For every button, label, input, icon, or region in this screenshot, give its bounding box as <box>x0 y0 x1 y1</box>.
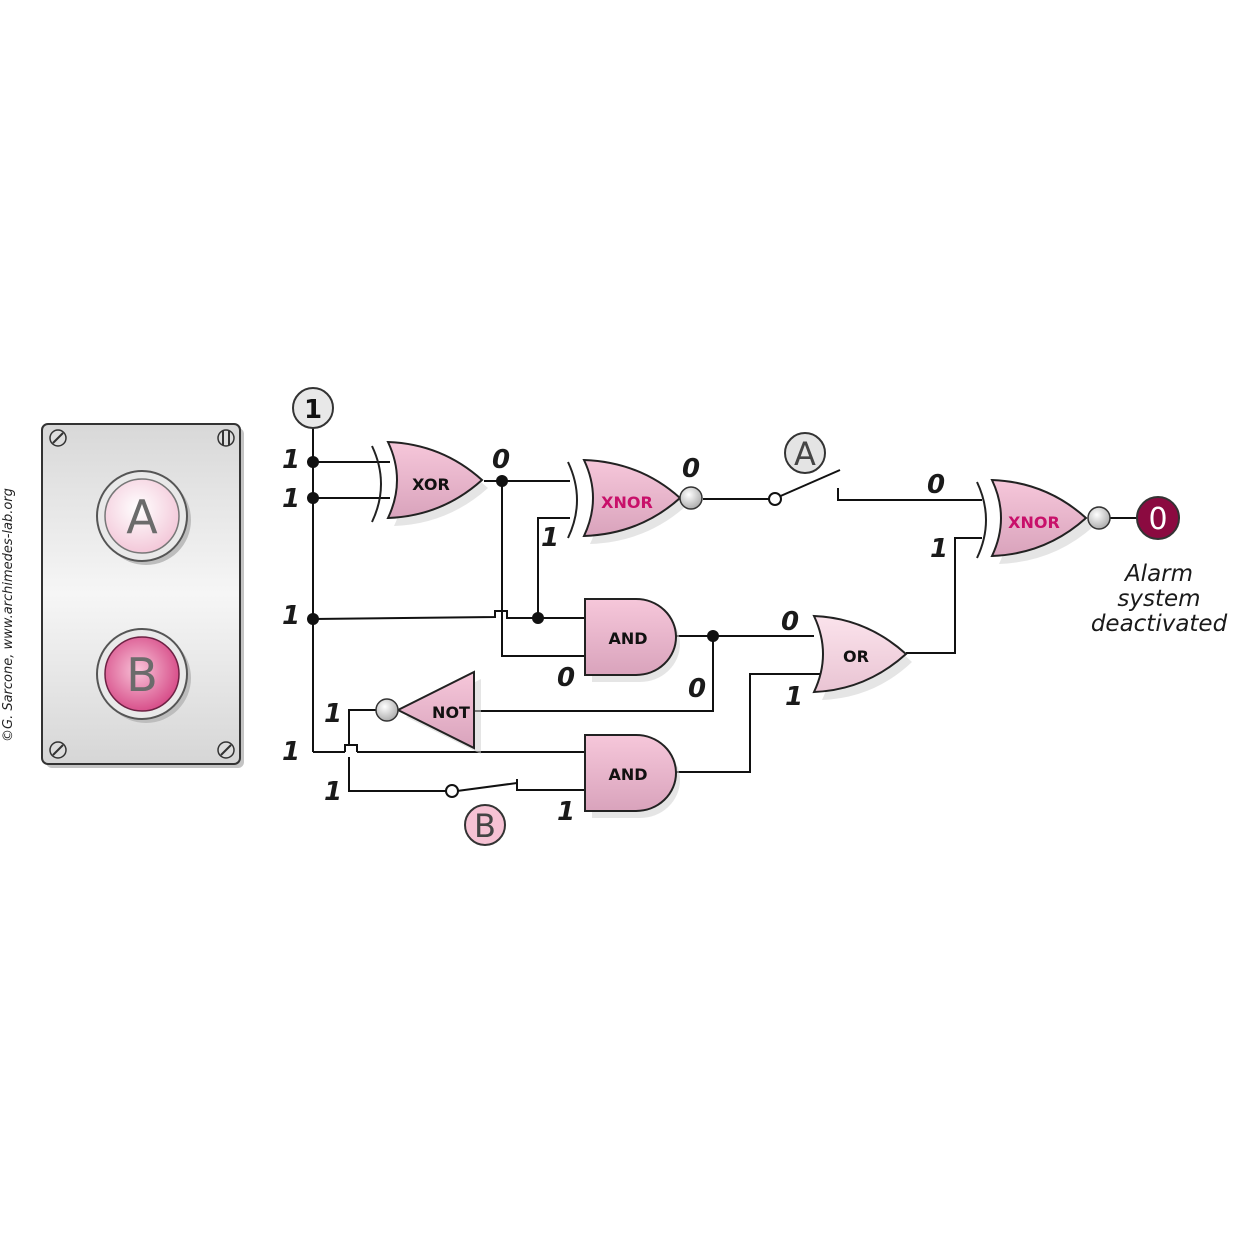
bit-label: 1 <box>930 534 948 564</box>
output-text-line3: deactivated <box>1091 611 1228 637</box>
and-gate-1: AND <box>584 598 680 682</box>
xnor-gate-1-label: XNOR <box>601 493 653 512</box>
junction-dot <box>532 612 544 624</box>
wires <box>312 428 1138 792</box>
bit-label: 0 <box>682 454 700 484</box>
switch-b-label: B <box>474 807 496 845</box>
not-gate: NOT <box>375 670 481 754</box>
switch-b-contact <box>445 784 459 798</box>
and-gate-2-label: AND <box>608 765 647 784</box>
bit-label: 1 <box>324 777 342 807</box>
junction-dot <box>307 456 319 468</box>
button-a-label: A <box>126 490 158 544</box>
output-text-line1: Alarm <box>1123 561 1193 587</box>
switch-b-tag: B <box>464 804 506 846</box>
junction-dot <box>707 630 719 642</box>
bit-label: 1 <box>282 484 300 514</box>
bit-label: 1 <box>557 797 575 827</box>
not-gate-label: NOT <box>432 703 470 722</box>
inverter-bubble-icon <box>1087 506 1111 530</box>
or-gate: OR <box>812 614 912 700</box>
bit-label: 0 <box>557 663 575 693</box>
screw-icon <box>49 429 67 447</box>
junctions <box>307 456 719 642</box>
credit-text: ©G. Sarcone, www.archimedes-lab.org <box>1 488 16 742</box>
logic-levels: 1 1 1 1 0 1 0 0 1 0 0 0 1 1 1 1 <box>282 445 948 827</box>
output-lamp: 0 <box>1136 496 1180 540</box>
output-value: 0 <box>1148 502 1167 537</box>
screw-icon <box>217 429 235 447</box>
inverter-bubble-icon <box>679 486 703 510</box>
junction-dot <box>496 475 508 487</box>
bit-label: 1 <box>785 682 803 712</box>
bit-label: 1 <box>282 737 300 767</box>
xor-gate: XOR <box>371 440 488 526</box>
xor-gate-label: XOR <box>412 475 450 494</box>
junction-dot <box>307 613 319 625</box>
junction-dot <box>307 492 319 504</box>
bit-label: 0 <box>492 445 510 475</box>
output-text-line2: system <box>1117 586 1200 612</box>
switch-a-label: A <box>794 435 816 473</box>
bit-label: 0 <box>927 470 945 500</box>
bit-label: 1 <box>282 601 300 631</box>
button-b-label: B <box>126 648 158 702</box>
switch-a-tag: A <box>784 432 826 474</box>
button-a[interactable]: A <box>96 470 191 565</box>
xnor-gate-2-label: XNOR <box>1008 513 1060 532</box>
bit-label: 1 <box>541 523 559 553</box>
source-node: 1 <box>292 387 334 429</box>
button-b[interactable]: B <box>96 628 191 723</box>
inverter-bubble-icon <box>375 698 399 722</box>
screw-icon <box>217 741 235 759</box>
or-gate-label: OR <box>843 647 869 666</box>
switch-a-contact <box>768 492 782 506</box>
bit-label: 0 <box>781 607 799 637</box>
xnor-gate-2: XNOR <box>976 478 1111 564</box>
bit-label: 1 <box>282 445 300 475</box>
and-gate-2: AND <box>584 734 680 818</box>
screw-icon <box>49 741 67 759</box>
source-value: 1 <box>304 395 322 425</box>
bit-label: 1 <box>324 699 342 729</box>
and-gate-1-label: AND <box>608 629 647 648</box>
xnor-gate-1: XNOR <box>567 458 703 544</box>
bit-label: 0 <box>688 674 706 704</box>
control-panel: A B <box>41 423 244 768</box>
